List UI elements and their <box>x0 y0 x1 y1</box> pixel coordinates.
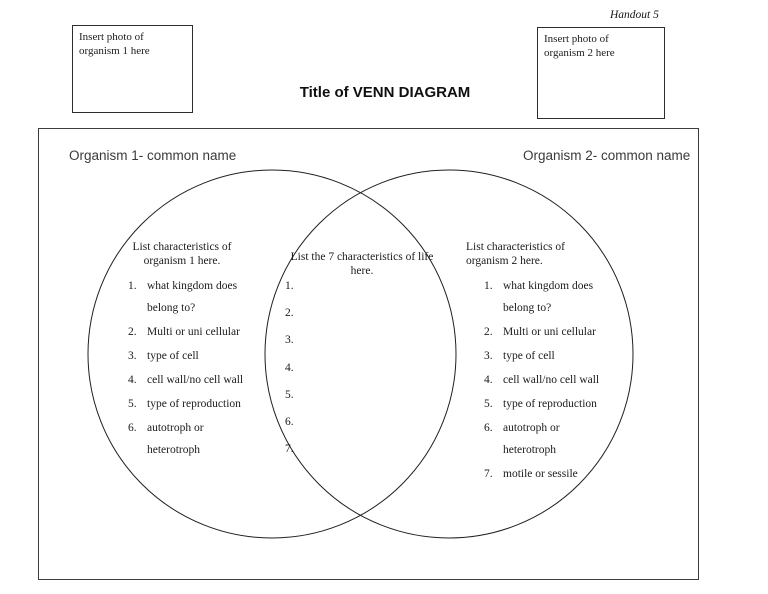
middle-number: 3. <box>285 334 294 347</box>
middle-number: 1. <box>285 280 294 292</box>
list-item: 3. type of cell <box>484 345 654 367</box>
list-item-text: autotroph or heterotroph <box>503 422 560 456</box>
handout-label: Handout 5 <box>610 9 659 21</box>
right-characteristics-list: 1. what kingdom does belong to? 2. Multi… <box>484 275 654 487</box>
list-item-text: type of reproduction <box>147 398 241 410</box>
list-item-number: 2. <box>484 326 493 338</box>
middle-number: 2. <box>285 307 294 320</box>
list-item-text: what kingdom does belong to? <box>503 280 594 314</box>
list-item: 6. autotroph or heterotroph <box>128 417 298 461</box>
list-item-number: 6. <box>484 422 493 434</box>
list-item-number: 5. <box>128 398 137 410</box>
list-item-text: cell wall/no cell wall <box>147 374 244 386</box>
list-item-text: type of cell <box>503 350 555 362</box>
list-item-text: motile or sessile <box>503 468 578 480</box>
list-item-text: type of cell <box>147 350 199 362</box>
list-item-number: 3. <box>128 350 137 362</box>
right-circle-heading: List characteristics of organism 2 here. <box>466 241 565 267</box>
photo-box-organism-2: Insert photo of organism 2 here <box>537 27 665 119</box>
list-item-number: 1. <box>484 280 493 292</box>
list-item: 5. type of reproduction <box>484 393 654 415</box>
list-item-number: 1. <box>128 280 137 292</box>
organism-1-header: Organism 1- common name <box>69 148 237 163</box>
list-item: 5. type of reproduction <box>128 393 298 415</box>
list-item-number: 2. <box>128 326 137 338</box>
middle-number: 4. <box>285 361 294 374</box>
list-item: 2. Multi or uni cellular <box>128 321 298 343</box>
list-item: 4. cell wall/no cell wall <box>128 369 298 391</box>
middle-heading: List the 7 characteristics of life here. <box>290 251 434 277</box>
list-item-text: type of reproduction <box>503 398 597 410</box>
list-item: 1. what kingdom does belong to? <box>484 275 654 319</box>
list-item: 4. cell wall/no cell wall <box>484 369 654 391</box>
list-item-text: what kingdom does belong to? <box>147 280 238 314</box>
list-item-text: autotroph or heterotroph <box>147 422 204 456</box>
list-item: 2. Multi or uni cellular <box>484 321 654 343</box>
list-item-text: Multi or uni cellular <box>503 326 596 338</box>
left-circle-heading: List characteristics of organism 1 here. <box>132 241 232 267</box>
list-item: 6. autotroph or heterotroph <box>484 417 654 461</box>
photo-box-organism-2-text: Insert photo of organism 2 here <box>544 33 615 59</box>
list-item-number: 5. <box>484 398 493 410</box>
middle-number: 7. <box>285 443 294 456</box>
list-item-number: 4. <box>484 374 493 386</box>
list-item-number: 3. <box>484 350 493 362</box>
page-title: Title of VENN DIAGRAM <box>299 84 471 101</box>
middle-number: 5. <box>285 388 294 401</box>
list-item-text: Multi or uni cellular <box>147 326 240 338</box>
middle-numbers-list: 1. 2. 3. 4. 5. 6. 7. <box>285 273 294 463</box>
list-item: 3. type of cell <box>128 345 298 367</box>
middle-number: 6. <box>285 415 294 428</box>
photo-box-organism-1: Insert photo of organism 1 here <box>72 25 193 113</box>
venn-frame <box>38 128 699 580</box>
left-circle <box>87 169 457 539</box>
left-characteristics-list: 1. what kingdom does belong to? 2. Multi… <box>128 275 298 463</box>
list-item-number: 7. <box>484 468 493 480</box>
list-item-number: 4. <box>128 374 137 386</box>
right-circle <box>264 169 634 539</box>
photo-box-organism-1-text: Insert photo of organism 1 here <box>79 31 150 57</box>
list-item-number: 6. <box>128 422 137 434</box>
list-item: 1. what kingdom does belong to? <box>128 275 298 319</box>
list-item-text: cell wall/no cell wall <box>503 374 600 386</box>
list-item: 7. motile or sessile <box>484 463 654 485</box>
organism-2-header: Organism 2- common name <box>523 148 691 163</box>
